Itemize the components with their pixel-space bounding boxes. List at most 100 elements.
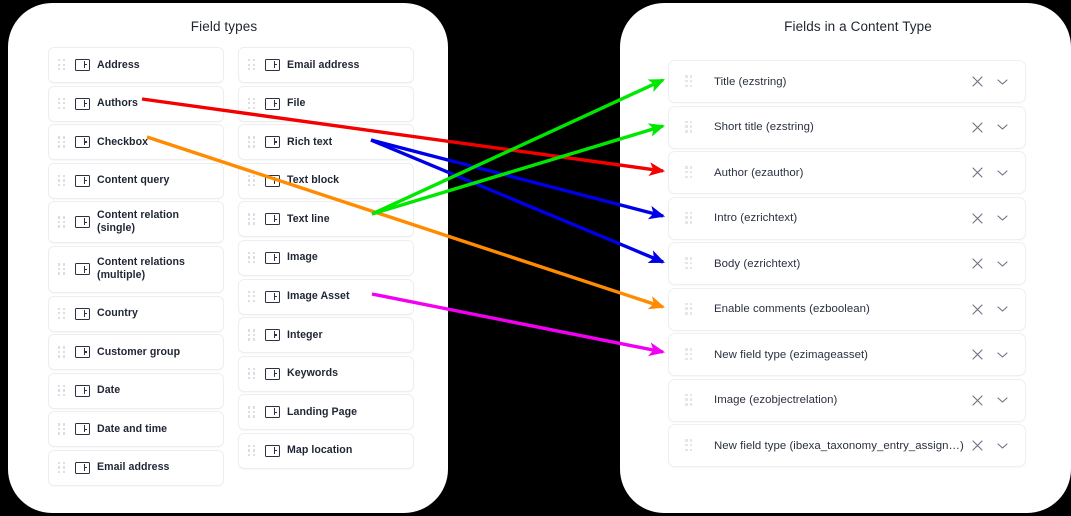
field-type-card[interactable]: Email address bbox=[238, 47, 414, 83]
drag-handle-icon[interactable] bbox=[685, 211, 694, 225]
field-type-card[interactable]: Address bbox=[48, 47, 224, 83]
field-type-card[interactable]: Image bbox=[238, 239, 414, 276]
chevron-down-icon[interactable] bbox=[991, 344, 1013, 366]
field-type-card[interactable]: File bbox=[238, 85, 414, 122]
content-type-field-list: Title (ezstring)Short title (ezstring)Au… bbox=[668, 60, 1026, 470]
field-type-card[interactable]: Date bbox=[48, 372, 224, 409]
drag-handle-icon[interactable] bbox=[58, 307, 67, 320]
row-actions bbox=[966, 389, 1013, 411]
drag-handle-icon[interactable] bbox=[685, 75, 694, 88]
close-icon[interactable] bbox=[966, 207, 988, 229]
field-type-icon bbox=[265, 213, 280, 226]
field-type-icon bbox=[265, 367, 280, 380]
chevron-down-icon[interactable] bbox=[991, 298, 1013, 320]
close-icon[interactable] bbox=[966, 71, 988, 93]
drag-handle-icon[interactable] bbox=[685, 257, 694, 270]
drag-handle-icon[interactable] bbox=[685, 348, 694, 361]
drag-handle-icon[interactable] bbox=[248, 367, 257, 380]
drag-handle-icon[interactable] bbox=[58, 461, 67, 474]
content-type-field-row[interactable]: Title (ezstring) bbox=[668, 60, 1026, 103]
drag-handle-icon[interactable] bbox=[685, 302, 694, 316]
field-type-label: Image bbox=[287, 251, 318, 264]
row-actions bbox=[966, 435, 1013, 457]
field-type-icon bbox=[75, 97, 90, 110]
chevron-down-icon[interactable] bbox=[991, 116, 1013, 138]
field-type-icon bbox=[75, 174, 90, 187]
field-type-card[interactable]: Keywords bbox=[238, 355, 414, 392]
content-type-field-label: Body (ezrichtext) bbox=[714, 257, 801, 270]
drag-handle-icon[interactable] bbox=[248, 406, 257, 418]
close-icon[interactable] bbox=[966, 116, 988, 138]
chevron-down-icon[interactable] bbox=[991, 253, 1013, 275]
content-type-field-label: Intro (ezrichtext) bbox=[714, 212, 798, 224]
field-type-icon bbox=[75, 384, 90, 397]
drag-handle-icon[interactable] bbox=[685, 120, 694, 134]
field-type-icon bbox=[265, 444, 280, 457]
field-type-card[interactable]: Rich text bbox=[238, 124, 414, 161]
content-type-field-row[interactable]: Image (ezobjectrelation) bbox=[668, 378, 1026, 422]
content-type-field-label: New field type (ibexa_taxonomy_entry_ass… bbox=[714, 439, 964, 452]
field-type-icon bbox=[75, 307, 90, 320]
drag-handle-icon[interactable] bbox=[248, 213, 257, 225]
field-type-card[interactable]: Customer group bbox=[48, 334, 224, 371]
drag-handle-icon[interactable] bbox=[248, 174, 257, 187]
chevron-down-icon[interactable] bbox=[991, 389, 1013, 411]
field-type-card[interactable]: Checkbox bbox=[48, 124, 224, 161]
field-type-label: Map location bbox=[287, 444, 353, 457]
chevron-down-icon[interactable] bbox=[991, 435, 1013, 457]
field-type-card[interactable]: Country bbox=[48, 295, 224, 332]
drag-handle-icon[interactable] bbox=[58, 174, 67, 187]
content-type-field-row[interactable]: New field type (ibexa_taxonomy_entry_ass… bbox=[668, 424, 1026, 467]
drag-handle-icon[interactable] bbox=[58, 384, 67, 397]
drag-handle-icon[interactable] bbox=[248, 444, 257, 457]
field-type-card[interactable]: Email address bbox=[48, 449, 224, 486]
drag-handle-icon[interactable] bbox=[685, 439, 694, 452]
drag-handle-icon[interactable] bbox=[58, 263, 67, 275]
drag-handle-icon[interactable] bbox=[58, 346, 67, 358]
close-icon[interactable] bbox=[966, 253, 988, 275]
row-actions bbox=[966, 71, 1013, 93]
drag-handle-icon[interactable] bbox=[58, 423, 67, 435]
field-type-card[interactable]: Content query bbox=[48, 162, 224, 199]
field-type-card[interactable]: Image Asset bbox=[238, 278, 414, 315]
drag-handle-icon[interactable] bbox=[248, 251, 257, 264]
field-type-card[interactable]: Content relation (single) bbox=[48, 201, 224, 244]
chevron-down-icon[interactable] bbox=[991, 162, 1013, 184]
drag-handle-icon[interactable] bbox=[58, 216, 67, 228]
field-type-card[interactable]: Authors bbox=[48, 85, 224, 122]
content-type-field-row[interactable]: Body (ezrichtext) bbox=[668, 242, 1026, 285]
field-type-card[interactable]: Text block bbox=[238, 162, 414, 199]
content-type-field-row[interactable]: New field type (ezimageasset) bbox=[668, 333, 1026, 376]
field-type-card[interactable]: Integer bbox=[238, 317, 414, 354]
close-icon[interactable] bbox=[966, 389, 988, 411]
drag-handle-icon[interactable] bbox=[248, 97, 257, 110]
drag-handle-icon[interactable] bbox=[248, 136, 257, 148]
drag-handle-icon[interactable] bbox=[58, 136, 67, 148]
content-type-field-row[interactable]: Short title (ezstring) bbox=[668, 105, 1026, 149]
close-icon[interactable] bbox=[966, 344, 988, 366]
drag-handle-icon[interactable] bbox=[58, 59, 67, 71]
content-type-field-row[interactable]: Author (ezauthor) bbox=[668, 151, 1026, 194]
drag-handle-icon[interactable] bbox=[685, 166, 694, 179]
drag-handle-icon[interactable] bbox=[248, 59, 257, 71]
field-type-card[interactable]: Landing Page bbox=[238, 394, 414, 431]
field-type-icon bbox=[265, 290, 280, 303]
field-type-card[interactable]: Date and time bbox=[48, 411, 224, 448]
close-icon[interactable] bbox=[966, 162, 988, 184]
content-type-field-row[interactable]: Enable comments (ezboolean) bbox=[668, 287, 1026, 331]
field-type-card[interactable]: Text line bbox=[238, 201, 414, 238]
field-type-label: Keywords bbox=[287, 367, 339, 380]
drag-handle-icon[interactable] bbox=[248, 329, 257, 341]
row-actions bbox=[966, 162, 1013, 184]
content-type-field-row[interactable]: Intro (ezrichtext) bbox=[668, 196, 1026, 240]
drag-handle-icon[interactable] bbox=[248, 290, 257, 303]
drag-handle-icon[interactable] bbox=[685, 393, 694, 407]
close-icon[interactable] bbox=[966, 435, 988, 457]
chevron-down-icon[interactable] bbox=[991, 71, 1013, 93]
close-icon[interactable] bbox=[966, 298, 988, 320]
drag-handle-icon[interactable] bbox=[58, 97, 67, 110]
field-type-card[interactable]: Map location bbox=[238, 432, 414, 469]
field-type-card[interactable]: Content relations (multiple) bbox=[48, 245, 224, 293]
chevron-down-icon[interactable] bbox=[991, 207, 1013, 229]
